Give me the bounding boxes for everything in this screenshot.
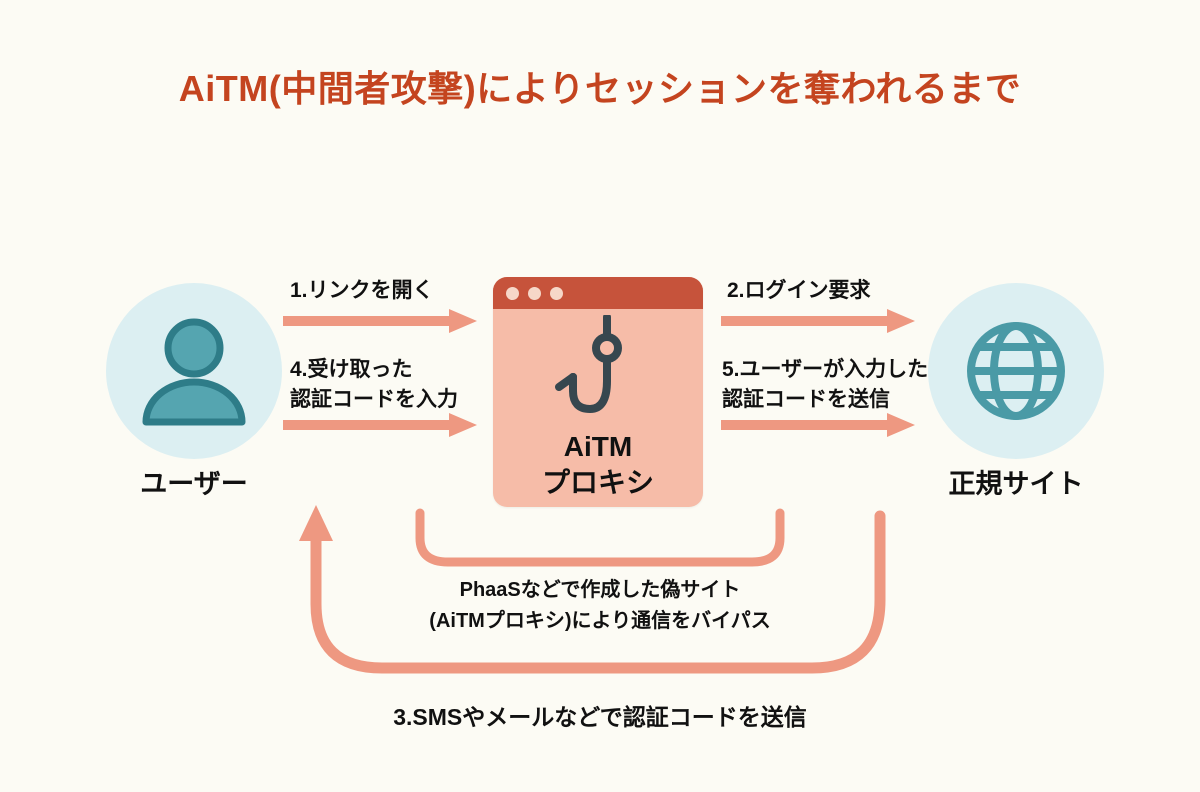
flow-5-arrow xyxy=(721,413,915,437)
site-node xyxy=(928,283,1104,459)
bypass-caption-line2: (AiTMプロキシ)により通信をバイパス xyxy=(429,610,771,632)
aitm-proxy-card: AiTM プロキシ xyxy=(493,277,703,507)
person-icon xyxy=(142,318,246,426)
fishing-hook-icon xyxy=(555,315,622,413)
aitm-card-text: AiTM プロキシ xyxy=(493,429,703,501)
browser-window-titlebar xyxy=(493,277,703,309)
page-title: AiTM(中間者攻撃)によりセッションを奪われるまで xyxy=(178,68,1022,109)
flow-5-label-line1: 5.ユーザーが入力した xyxy=(722,358,929,381)
window-dot-icon xyxy=(528,286,541,300)
flow-2-arrow xyxy=(721,309,915,333)
site-node-label: 正規サイト xyxy=(948,469,1084,499)
window-dot-icon xyxy=(506,286,519,300)
flow-4-label: 4.受け取った 認証コードを入力 xyxy=(290,355,458,415)
aitm-card-line2: プロキシ xyxy=(541,466,654,498)
bypass-curve xyxy=(415,508,785,567)
bypass-caption-line1: PhaaSなどで作成した偽サイト xyxy=(459,579,741,601)
flow-2-label: 2.ログイン要求 xyxy=(727,279,871,302)
flow-1-label: 1.リンクを開く xyxy=(290,279,434,302)
flow-5-label: 5.ユーザーが入力した 認証コードを送信 xyxy=(722,355,928,415)
flow-1-arrow xyxy=(283,309,477,333)
flow-5-label-line2: 認証コードを送信 xyxy=(722,387,890,411)
aitm-card-line1: AiTM xyxy=(563,431,633,462)
bypass-caption: PhaaSなどで作成した偽サイト (AiTMプロキシ)により通信をバイパス xyxy=(0,575,1200,637)
flow-4-label-line1: 4.受け取った xyxy=(290,358,413,381)
user-node xyxy=(106,283,282,459)
globe-icon xyxy=(967,322,1065,420)
sms-caption: 3.SMSやメールなどで認証コードを送信 xyxy=(393,704,807,730)
flow-4-arrow xyxy=(283,413,477,437)
window-dot-icon xyxy=(550,286,563,300)
sms-return-arrowhead xyxy=(299,505,333,541)
flow-4-label-line2: 認証コードを入力 xyxy=(290,387,458,411)
user-node-label: ユーザー xyxy=(140,469,248,499)
